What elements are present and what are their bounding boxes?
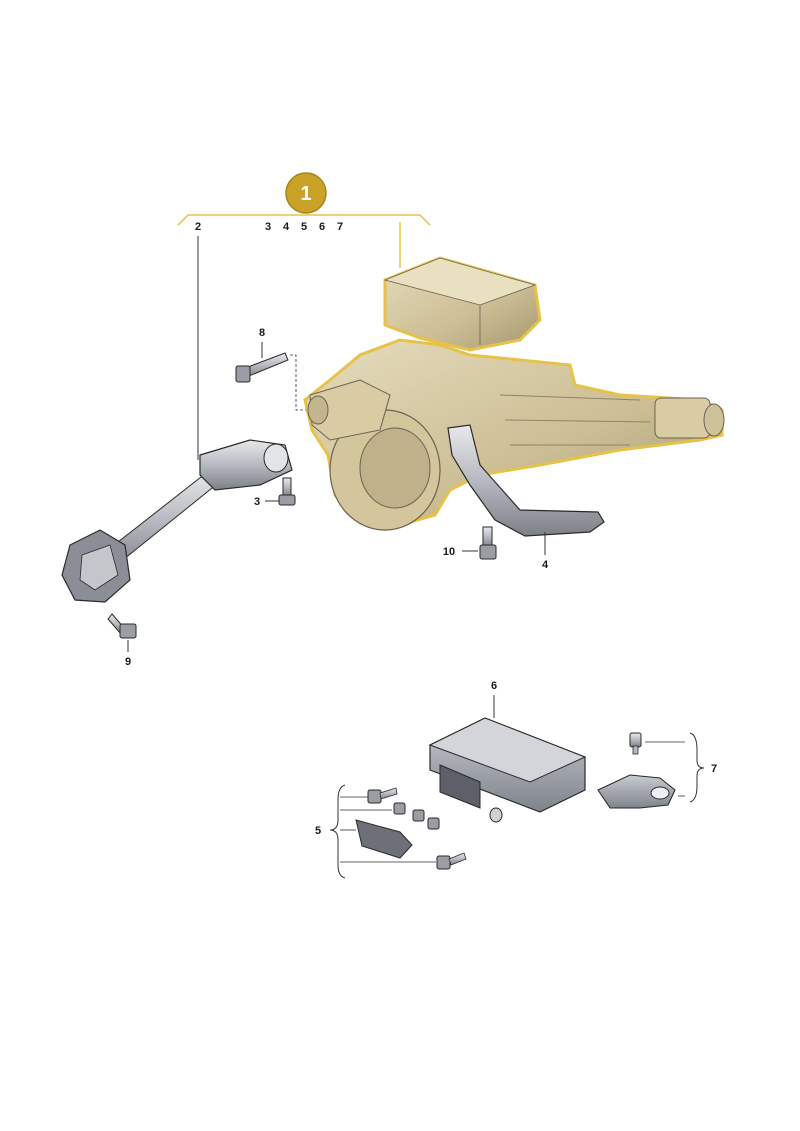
upper-yoke-bore [263, 443, 289, 473]
screw-5e-shank [448, 852, 467, 866]
callout-8[interactable]: 8 [259, 327, 265, 339]
screw-5e-head [436, 855, 451, 870]
sensor-screw-head [629, 732, 642, 748]
front-tube [309, 379, 391, 441]
control-unit-connector [439, 764, 481, 809]
sensor-screw-shank [632, 745, 639, 755]
intermediate-shaft[interactable] [61, 439, 293, 603]
assembly-bracket [177, 214, 431, 226]
screw-5c [412, 809, 425, 822]
bolt-8[interactable] [235, 352, 289, 383]
brace-7 [689, 732, 705, 803]
bolt-8-path [290, 354, 306, 411]
badge-circle [285, 172, 327, 214]
bolt-8-head [235, 365, 251, 383]
callout-5[interactable]: 5 [315, 825, 321, 837]
mount-tab [489, 807, 503, 823]
brace-5 [329, 784, 346, 879]
screw-3-head [278, 494, 296, 506]
rear-shaft [654, 397, 711, 439]
bolt-10-head [479, 544, 497, 560]
control-unit-lid [428, 717, 587, 783]
screw-5a-shank [379, 787, 398, 800]
bolt-10[interactable] [479, 526, 497, 560]
control-unit-top-face [383, 257, 537, 306]
callout-7[interactable]: 7 [711, 763, 717, 775]
assembly-badge[interactable]: 1 [285, 172, 327, 214]
callout-9[interactable]: 9 [125, 656, 131, 668]
flange-inner [359, 427, 431, 509]
lower-yoke [79, 544, 119, 591]
control-unit[interactable] [428, 717, 587, 823]
sensor-hole [650, 786, 670, 800]
bolt-9-head [119, 623, 137, 639]
shaft-splines [703, 403, 725, 437]
mounting-hardware-5[interactable] [355, 787, 467, 870]
callout-3[interactable]: 3 [254, 496, 260, 508]
mounting-bracket [355, 819, 413, 859]
housing-ribs [499, 394, 651, 446]
sensor-body [597, 774, 676, 809]
callout-6[interactable]: 6 [491, 680, 497, 692]
screw-5a-head [367, 789, 382, 804]
callout-6-top[interactable]: 6 [319, 221, 325, 233]
adjustment-lever[interactable] [447, 424, 605, 537]
callout-2[interactable]: 2 [195, 221, 201, 233]
screw-3[interactable] [278, 477, 296, 506]
callout-7-top[interactable]: 7 [337, 221, 343, 233]
screw-3-shank [282, 477, 292, 497]
callout-4[interactable]: 4 [542, 559, 549, 571]
callout-5-top[interactable]: 5 [301, 221, 307, 233]
screw-5b [393, 802, 406, 815]
screw-5d [427, 817, 440, 830]
sensor-7[interactable] [597, 732, 676, 809]
callout-4-top[interactable]: 4 [283, 221, 290, 233]
bolt-9[interactable] [107, 613, 137, 639]
callout-3-top[interactable]: 3 [265, 221, 271, 233]
badge-number: 1 [300, 183, 311, 205]
tube-end [307, 395, 329, 425]
bolt-10-shank [482, 526, 493, 548]
steering-column-assembly[interactable] [303, 256, 725, 531]
callout-10[interactable]: 10 [443, 546, 455, 558]
